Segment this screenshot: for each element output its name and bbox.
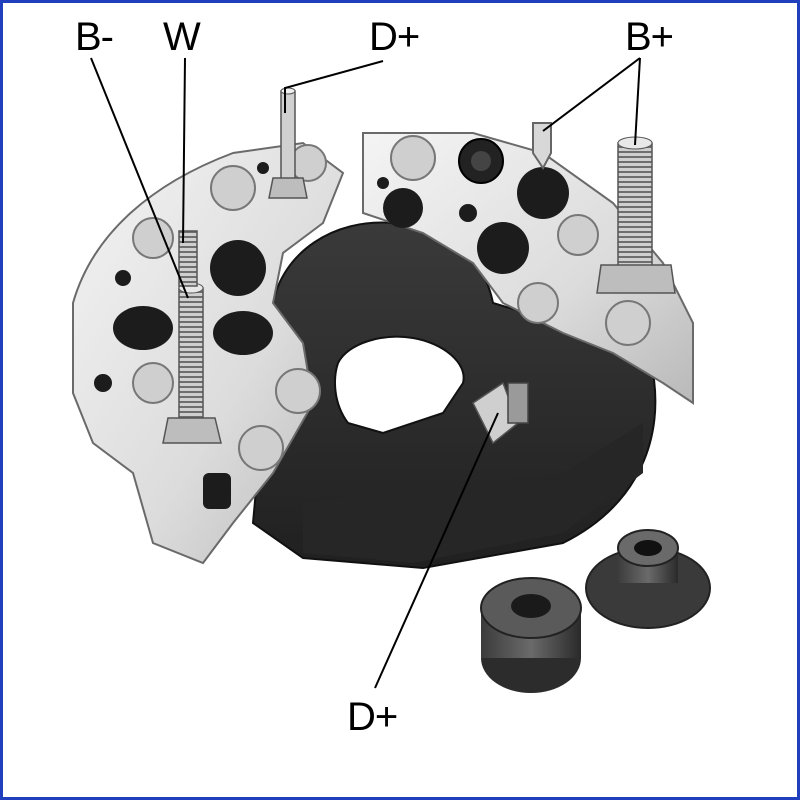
leader-b-plus-tab [542,57,641,132]
bushing-right [585,529,711,629]
leader-d-plus-bottom [374,412,499,689]
negative-diode-plate [72,141,345,565]
stud-w [178,230,198,287]
stud-b-minus [162,282,222,444]
label-w: W [163,15,201,59]
leader-lines [90,57,641,689]
leader-w [182,57,186,244]
rectifier-illustration [72,57,711,693]
positive-diode-plate [362,122,694,405]
label-d-plus-bottom: D+ [347,695,398,739]
bushing-left [480,577,582,693]
label-d-plus-top: D+ [369,15,420,59]
label-b-minus: B- [75,15,114,59]
leader-b-plus-stud [634,57,641,146]
d-plus-terminal-inner [472,381,529,445]
leader-b-minus [90,57,189,299]
leader-d-plus-top [284,60,384,113]
stud-b-plus [596,136,676,294]
plastic-housing [251,221,657,570]
label-b-plus: B+ [625,15,674,59]
